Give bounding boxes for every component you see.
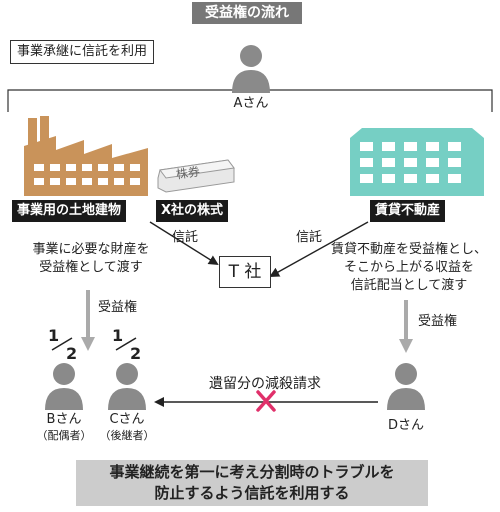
topic-label: 事業承継に信託を利用: [10, 40, 155, 64]
person-icon: [232, 45, 270, 93]
person-icon: [108, 363, 146, 410]
person-b-note: （配偶者）: [36, 429, 92, 442]
summary-box: 事業継続を第一に考え分割時のトラブルを 防止するよう信託を利用する: [76, 460, 428, 506]
claim-label: 遺留分の減殺請求: [209, 376, 321, 392]
rental-property-label: 賃貸不動産: [370, 200, 446, 222]
fraction-c-numerator: 1: [112, 326, 124, 345]
right-description-line-1: 賃貸不動産を受益権とし、: [330, 242, 487, 257]
left-description-line-2: 受益権として渡す: [39, 260, 143, 275]
trust-label-right: 信託: [296, 230, 323, 245]
stock-certificate-icon: [157, 159, 235, 193]
person-b-label: Bさん: [46, 412, 82, 427]
fraction-c-slash: [115, 337, 137, 351]
right-description-line-2: そこから上がる収益を: [343, 260, 474, 275]
factory-icon: [24, 116, 148, 196]
beneficial-label-left: 受益権: [98, 300, 138, 315]
fraction-c-denominator: 2: [130, 344, 142, 363]
fraction-b-denominator: 2: [66, 344, 78, 363]
fraction-b-numerator: 1: [48, 326, 60, 345]
left-description-line-1: 事業に必要な財産を: [32, 242, 150, 257]
person-icon: [45, 363, 83, 410]
stock-label: X社の株式: [156, 200, 229, 222]
diagram-title: 受益権の流れ: [192, 2, 302, 24]
summary-line-1: 事業継続を第一に考え分割時のトラブルを: [109, 463, 395, 481]
trust-company-box: T 社: [219, 256, 271, 288]
fraction-b-slash: [51, 337, 73, 351]
office-building-icon: [350, 128, 484, 196]
person-icon: [387, 363, 425, 410]
summary-line-2: 防止するよう信託を利用する: [154, 484, 350, 502]
person-a-label: Aさん: [233, 96, 269, 111]
person-d-label: Dさん: [387, 418, 424, 433]
land-building-label: 事業用の土地建物: [12, 200, 127, 222]
trust-arrow-left: [149, 221, 219, 266]
beneficial-label-right: 受益権: [418, 314, 458, 329]
person-c-label: Cさん: [109, 412, 145, 427]
person-c-note: （後継者）: [99, 429, 155, 442]
trust-label-left: 信託: [172, 230, 199, 245]
right-description-line-3: 信託配当として渡す: [350, 278, 468, 293]
cross-mark-icon: [256, 390, 276, 412]
trust-arrow-right: [269, 221, 369, 277]
